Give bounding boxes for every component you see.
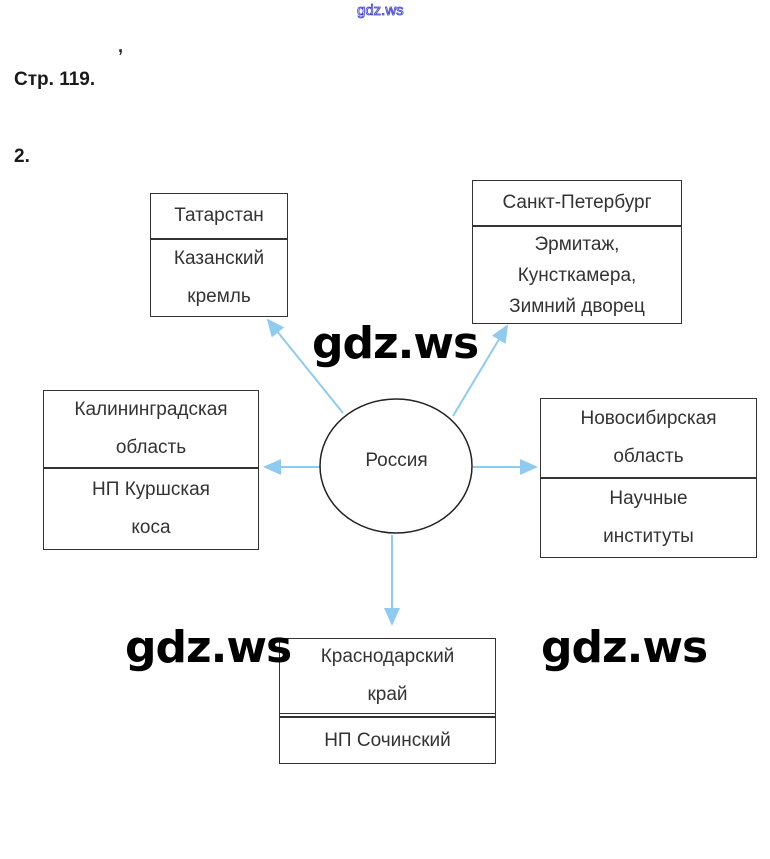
region: Татарстан xyxy=(174,205,264,226)
sight: НП Сочинский xyxy=(280,716,495,763)
sight: Эрмитаж, Кунсткамера, Зимний дворец xyxy=(473,225,681,323)
page-header: Стр. 119. xyxy=(14,69,96,90)
stray-mark: , xyxy=(118,36,124,56)
sight-line: Эрмитаж, xyxy=(534,233,620,255)
sight-line: коса xyxy=(131,517,171,538)
box-spb: Санкт-Петербург Эрмитаж, Кунсткамера, Зи… xyxy=(472,180,682,324)
russia-ellipse xyxy=(319,398,473,534)
center-label: Россия xyxy=(365,450,428,471)
watermark: gdz.ws xyxy=(312,318,479,369)
region: Санкт-Петербург xyxy=(502,192,652,213)
sight-line: Казанский xyxy=(173,248,265,269)
sight-line: НП Куршская xyxy=(92,479,210,500)
sight-line: институты xyxy=(603,526,694,547)
sight: НП Куршская коса xyxy=(44,467,258,549)
task-number: 2. xyxy=(14,146,30,167)
sight: Казанский кремль xyxy=(151,238,287,316)
box-krasnodar: Краснодарский край НП Сочинский xyxy=(279,638,496,764)
watermark-top: gdz.ws xyxy=(357,2,404,20)
region-line: область xyxy=(115,437,187,458)
region-line: Новосибирская xyxy=(580,408,717,429)
region: Калининградская область xyxy=(44,391,258,467)
sight: Научные институты xyxy=(541,477,756,557)
box-novosibirsk: Новосибирская область Научные институты xyxy=(540,398,757,558)
box-kaliningrad: Калининградская область НП Куршская коса xyxy=(43,390,259,550)
sight-line: Зимний дворец xyxy=(509,295,645,317)
region-line: край xyxy=(367,684,408,705)
region-line: область xyxy=(613,446,684,467)
sight-line: Научные xyxy=(609,488,688,509)
watermark: gdz.ws xyxy=(125,622,292,673)
arrow-to-tatarstan xyxy=(266,318,344,414)
region-line: Краснодарский xyxy=(320,646,455,667)
box-tatarstan: Татарстан Казанский кремль xyxy=(150,193,288,317)
region-line: Калининградская xyxy=(74,399,228,420)
sight-line: кремль xyxy=(187,286,251,307)
region: Новосибирская область xyxy=(541,399,756,477)
region: Краснодарский край xyxy=(280,639,495,714)
watermark: gdz.ws xyxy=(541,622,708,673)
sight-line: Кунсткамера, xyxy=(517,264,637,286)
arrow-to-spb xyxy=(452,324,509,417)
